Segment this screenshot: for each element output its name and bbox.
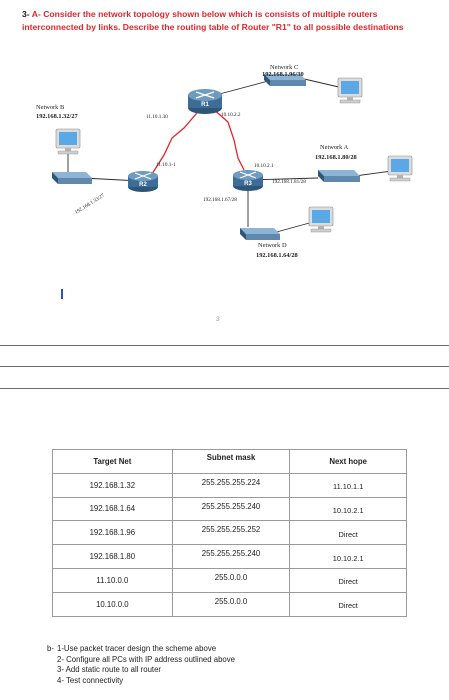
- cell-target: 192.168.1.96: [52, 520, 173, 546]
- part-b-instructions: b- 1-Use packet tracer design the scheme…: [47, 644, 427, 686]
- part-b-list: 1-Use packet tracer design the scheme ab…: [57, 644, 427, 686]
- question-text: 3- A- Consider the network topology show…: [22, 8, 432, 33]
- header-target-net: Target Net: [52, 449, 173, 474]
- network-d-title: Network D: [258, 242, 287, 249]
- table-row: 10.10.0.0 255.0.0.0 Direct: [52, 591, 407, 617]
- header-subnet-mask: Subnet mask: [171, 449, 291, 474]
- network-d-ip: 192.168.1.64/28: [256, 252, 298, 259]
- divider-2: [0, 366, 449, 367]
- cell-target: 11.10.0.0: [52, 567, 173, 593]
- header-next-hop: Next hope: [289, 449, 407, 474]
- r2-lan-ip: 192.168.1.33/27: [74, 192, 106, 215]
- cell-next-hop: Direct: [289, 567, 407, 593]
- table-row: 192.168.1.32 255.255.255.224 11.10.1.1: [52, 472, 407, 498]
- table-row: 192.168.1.80 255.255.255.240 10.10.2.1: [52, 544, 407, 569]
- network-b-title: Network B: [36, 104, 64, 111]
- cell-mask: 255.255.255.252: [171, 520, 291, 546]
- network-topology-diagram: R1 R2 R3: [36, 64, 413, 259]
- cell-mask: 255.255.255.224: [171, 472, 291, 498]
- link-r1-r3-ip-r1: 10.10.2.2: [221, 112, 241, 118]
- network-a-ip: 192.168.1.80/28: [315, 154, 357, 161]
- cell-mask: 255.0.0.0: [171, 567, 291, 593]
- question-number: 3-: [22, 9, 30, 19]
- router-r2-label: R2: [139, 182, 147, 188]
- table-header-row: Target Net Subnet mask Next hope: [52, 449, 407, 474]
- divider-1: [0, 345, 449, 346]
- cell-target: 10.10.0.0: [52, 591, 173, 617]
- cell-next-hop: Direct: [289, 520, 407, 546]
- table-row: 192.168.1.64 255.255.255.240 10.10.2.1: [52, 496, 407, 522]
- router-r1-label: R1: [201, 102, 209, 108]
- network-c-title: Network C: [270, 64, 298, 71]
- cell-target: 192.168.1.80: [52, 544, 173, 569]
- pc-network-b[interactable]: [55, 128, 81, 155]
- link-r1-r3-ip-r3: 10.10.2.1: [254, 163, 274, 169]
- cell-next-hop: 10.10.2.1: [289, 496, 407, 522]
- pc-network-c[interactable]: [337, 77, 363, 104]
- router-r3-label: R3: [244, 181, 252, 187]
- page-number: 3: [216, 316, 220, 323]
- switch-a[interactable]: [318, 170, 360, 182]
- part-b-label: b-: [47, 644, 54, 653]
- router-r3[interactable]: R3: [233, 170, 263, 191]
- r3-lan-d-ip: 192.168.1.67/28: [203, 197, 237, 203]
- pc-network-a[interactable]: [387, 155, 413, 182]
- list-item: 2- Configure all PCs with IP address out…: [57, 654, 235, 664]
- link-r1-r2-ip-r1: 11.10.1.30: [146, 114, 168, 120]
- cell-target: 192.168.1.64: [52, 496, 173, 522]
- pc-network-d[interactable]: [308, 206, 334, 233]
- link-r1-r2-ip-r2: 11.10.1-1: [156, 162, 176, 168]
- switch-d[interactable]: [240, 228, 280, 240]
- cell-target: 192.168.1.32: [52, 472, 173, 498]
- question-body: A- Consider the network topology shown b…: [22, 9, 404, 32]
- table-row: 11.10.0.0 255.0.0.0 Direct: [52, 567, 407, 593]
- table-row: 192.168.1.96 255.255.255.252 Direct: [52, 520, 407, 546]
- network-b-ip: 192.168.1.32/27: [36, 113, 79, 120]
- r3-lan-a-ip: 192.168.1.81/28: [272, 179, 306, 185]
- divider-3: [0, 388, 449, 389]
- router-r1[interactable]: R1: [188, 89, 222, 114]
- network-a-title: Network A: [320, 144, 349, 151]
- list-item: 1-Use packet tracer design the scheme ab…: [57, 644, 217, 653]
- switch-b[interactable]: [52, 172, 92, 184]
- list-item: 4- Test connectivity: [57, 675, 124, 685]
- cell-mask: 255.255.255.240: [171, 544, 291, 569]
- routing-table: Target Net Subnet mask Next hope 192.168…: [52, 449, 407, 617]
- cell-mask: 255.255.255.240: [171, 496, 291, 522]
- list-item: 3- Add static route to all router: [57, 665, 162, 675]
- text-cursor: [61, 289, 63, 299]
- cell-next-hop: Direct: [289, 591, 407, 617]
- cell-next-hop: 10.10.2.1: [289, 544, 407, 569]
- network-c-ip: 192.168.1.96/30: [262, 71, 304, 78]
- cell-next-hop: 11.10.1.1: [289, 472, 407, 498]
- switch-c[interactable]: [264, 74, 306, 86]
- router-r2[interactable]: R2: [128, 171, 158, 192]
- cell-mask: 255.0.0.0: [171, 591, 291, 617]
